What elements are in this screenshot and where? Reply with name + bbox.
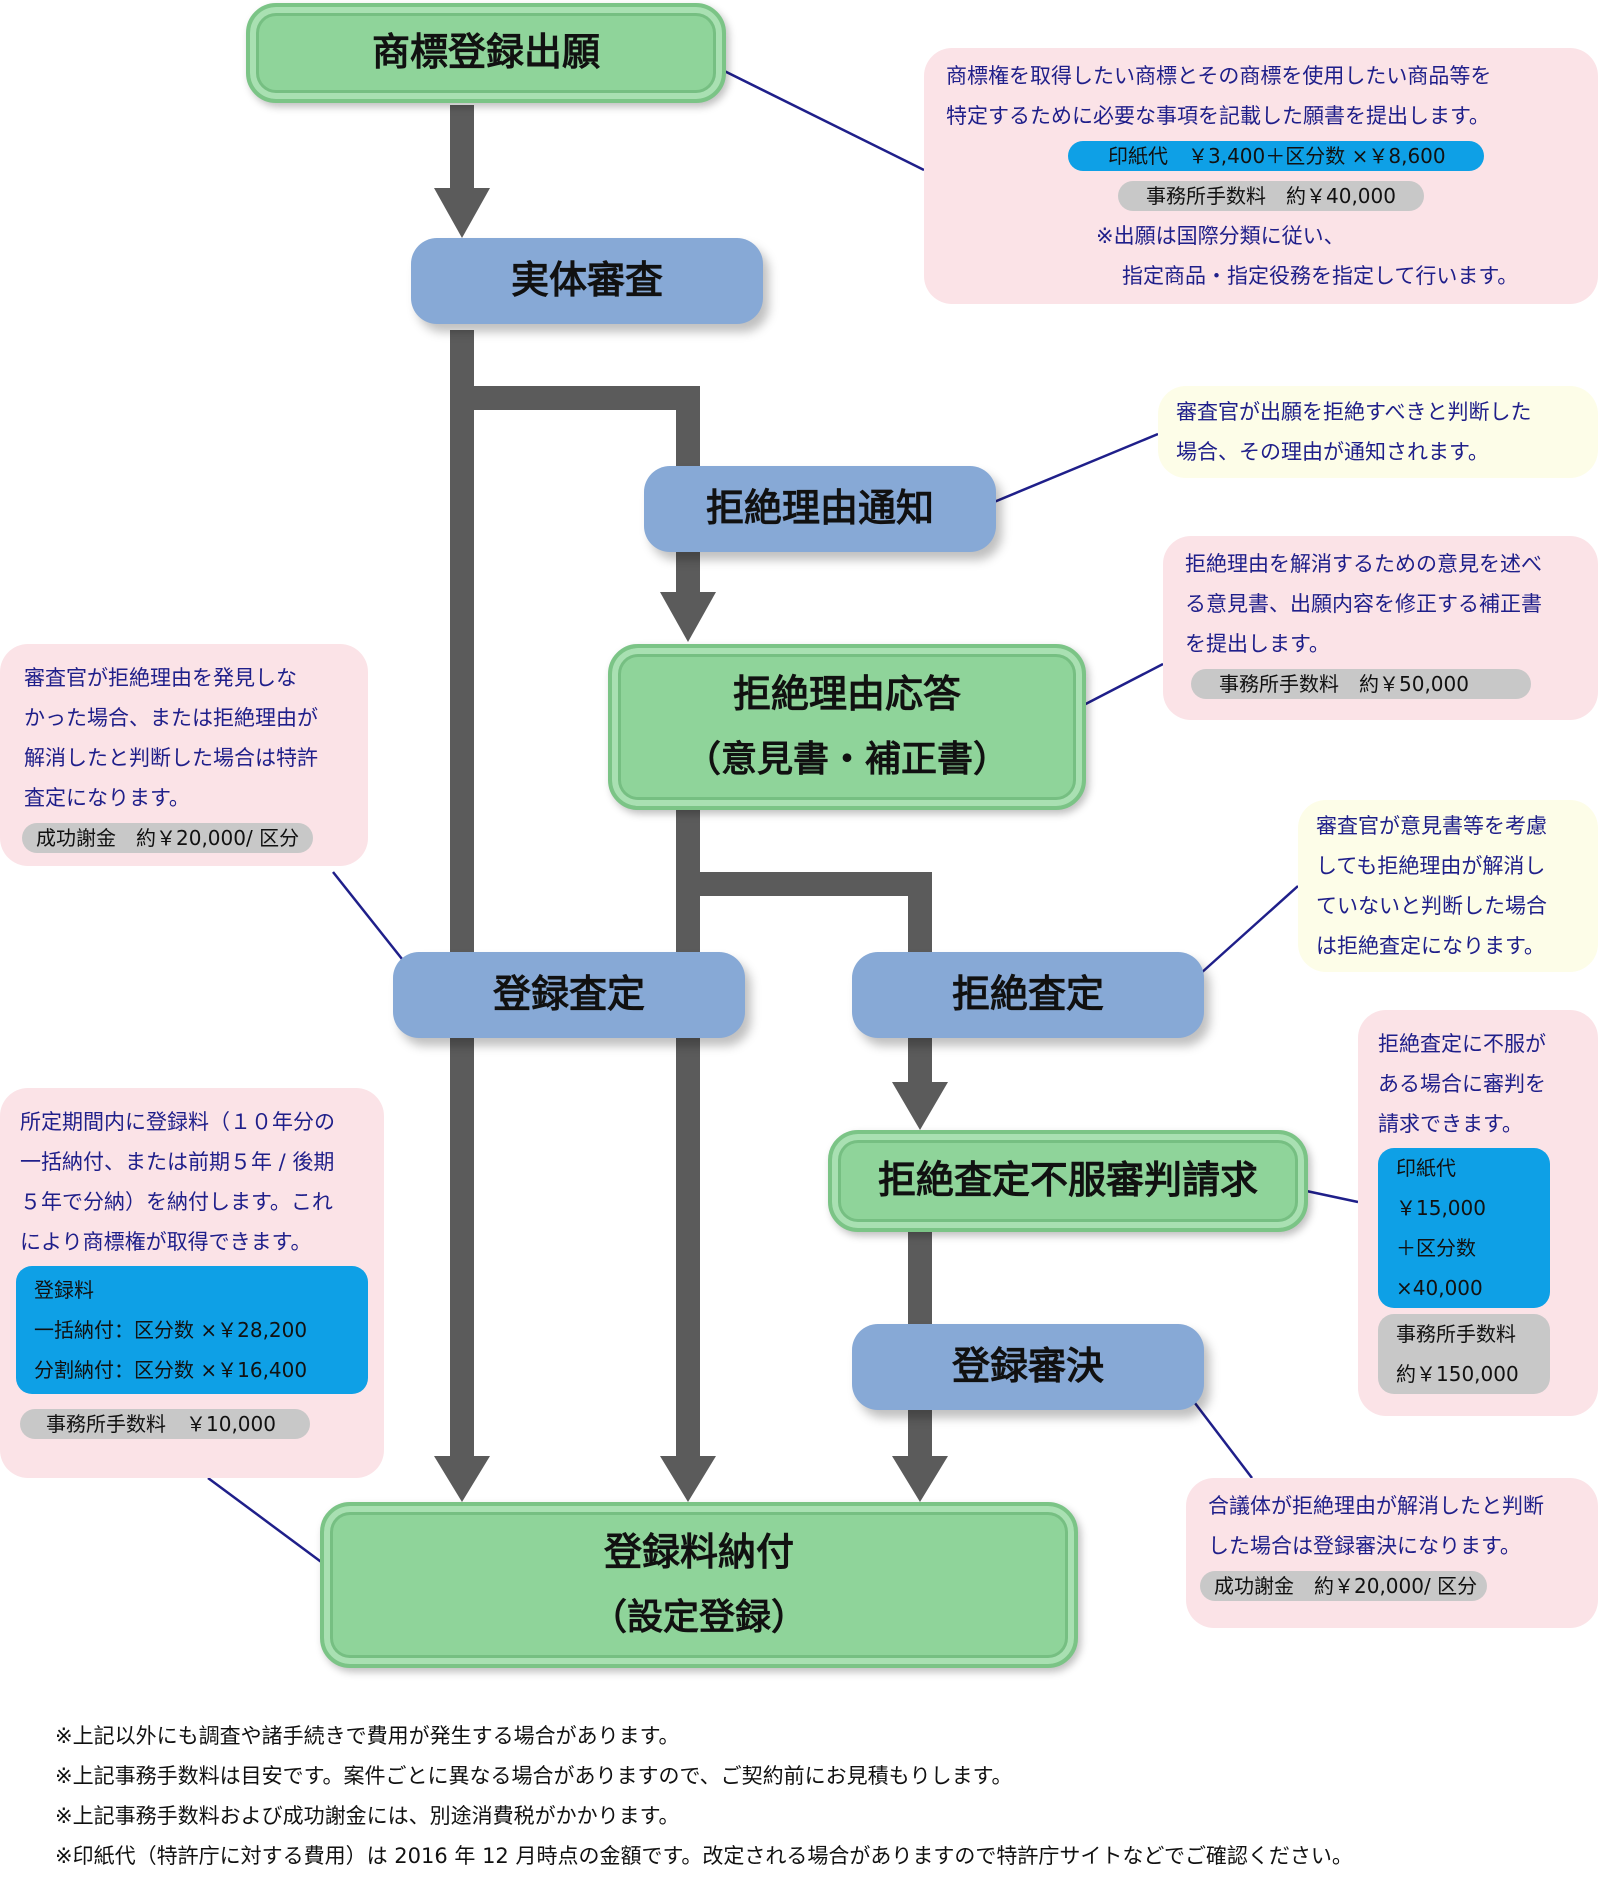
footnote: ※上記以外にも調査や諸手続きで費用が発生する場合があります。	[55, 1724, 680, 1748]
note-text: ある場合に審判を	[1378, 1072, 1546, 1096]
note-text: 拒絶査定に不服が	[1378, 1032, 1546, 1056]
note-text: る意見書、出願内容を修正する補正書	[1185, 592, 1542, 616]
node-refusal-notice: 拒絶理由通知	[644, 466, 996, 552]
note-text: ※出願は国際分類に従い、	[1096, 224, 1345, 248]
note-appeal: 拒絶査定に不服が ある場合に審判を 請求できます。 印紙代 ￥15,000 ＋区…	[1358, 1010, 1598, 1416]
note-text: 一括納付、または前期５年 / 後期	[20, 1150, 335, 1174]
note-text: 商標権を取得したい商標とその商標を使用したい商品等を	[946, 64, 1492, 88]
footnote: ※上記事務手数料は目安です。案件ごとに異なる場合がありますので、ご契約前にお見積…	[55, 1764, 1013, 1788]
note-final-refusal: 審査官が意見書等を考慮 しても拒絶理由が解消し ていないと判断した場合 は拒絶査…	[1298, 800, 1598, 972]
note-text: しても拒絶理由が解消し	[1316, 854, 1546, 878]
node-sublabel: （設定登録）	[590, 1597, 807, 1639]
node-sublabel: （意見書・補正書）	[684, 739, 1009, 781]
note-text: 特定するために必要な事項を記載した願書を提出します。	[946, 104, 1490, 128]
node-label: 拒絶理由通知	[705, 486, 934, 531]
office-fee-pill: 事務所手数料 ￥10,000	[20, 1409, 310, 1439]
node-label: 拒絶査定	[951, 972, 1104, 1017]
note-text: かった場合、または拒絶理由が	[24, 706, 318, 730]
note-text: 審査官が意見書等を考慮	[1316, 814, 1547, 838]
note-refusal-response: 拒絶理由を解消するための意見を述べ る意見書、出願内容を修正する補正書 を提出し…	[1163, 536, 1598, 720]
note-text: 所定期間内に登録料（１０年分の	[20, 1110, 335, 1134]
node-label: 登録審決	[951, 1344, 1104, 1389]
note-text: 合議体が拒絶理由が解消したと判断	[1208, 1494, 1544, 1518]
node-label: 登録料納付	[603, 1529, 794, 1574]
node-registration-fee-payment: 登録料納付 （設定登録）	[320, 1502, 1078, 1668]
node-registration-decision: 登録査定	[393, 952, 745, 1038]
note-text: 審査官が出願を拒絶すべきと判断した	[1176, 400, 1532, 424]
note-text: を提出します。	[1185, 632, 1330, 656]
footnote: ※上記事務手数料および成功謝金には、別途消費税がかかります。	[55, 1804, 680, 1828]
node-trademark-application: 商標登録出願	[246, 3, 726, 103]
fee-text: 約￥150,000	[1396, 1362, 1519, 1386]
note-appeal-decision: 合議体が拒絶理由が解消したと判断 した場合は登録審決になります。 成功謝金 約￥…	[1186, 1478, 1598, 1628]
registration-fee-block: 登録料 一括納付：区分数 ×￥28,200 分割納付：区分数 ×￥16,400	[16, 1266, 368, 1394]
node-appeal-decision: 登録審決	[852, 1324, 1204, 1410]
node-appeal-request: 拒絶査定不服審判請求	[828, 1130, 1308, 1232]
fee-text: 分割納付：区分数 ×￥16,400	[34, 1358, 308, 1382]
fee-text: ×40,000	[1396, 1276, 1483, 1300]
fee-text: 事務所手数料	[1396, 1322, 1516, 1346]
node-label: 実体審査	[510, 258, 663, 303]
note-text: は拒絶査定になります。	[1316, 934, 1545, 958]
fee-text: 印紙代	[1396, 1156, 1456, 1180]
note-text: ５年で分納）を納付します。これ	[20, 1190, 333, 1214]
node-label: 登録査定	[492, 972, 645, 1017]
node-final-refusal: 拒絶査定	[852, 952, 1204, 1038]
node-label: 商標登録出願	[371, 30, 600, 75]
stamp-fee-pill: 印紙代 ￥3,400＋区分数 ×￥8,600	[1068, 141, 1484, 171]
note-text: 拒絶理由を解消するための意見を述べ	[1185, 552, 1542, 576]
node-substantive-examination: 実体審査	[411, 238, 763, 324]
footnotes: ※上記以外にも調査や諸手続きで費用が発生する場合があります。 ※上記事務手数料は…	[55, 1716, 1353, 1876]
note-text: 場合、その理由が通知されます。	[1176, 440, 1489, 464]
note-text: 解消したと判断した場合は特許	[24, 746, 318, 770]
footnote: ※印紙代（特許庁に対する費用）は 2016 年 12 月時点の金額です。改定され…	[55, 1844, 1353, 1868]
success-fee-pill: 成功謝金 約￥20,000/ 区分	[22, 823, 314, 853]
note-text: ていないと判断した場合	[1316, 894, 1547, 918]
note-text: 請求できます。	[1378, 1112, 1523, 1136]
note-text: 審査官が拒絶理由を発見しな	[24, 666, 297, 690]
note-application: 商標権を取得したい商標とその商標を使用したい商品等を 特定するために必要な事項を…	[924, 48, 1598, 304]
note-text: により商標権が取得できます。	[20, 1230, 312, 1254]
node-label: 拒絶査定不服審判請求	[877, 1158, 1258, 1203]
office-fee-pill: 事務所手数料 約￥40,000	[1118, 181, 1424, 211]
node-refusal-response: 拒絶理由応答 （意見書・補正書）	[608, 644, 1086, 810]
office-fee-block: 事務所手数料 約￥150,000	[1378, 1314, 1550, 1394]
fee-text: 一括納付：区分数 ×￥28,200	[34, 1318, 308, 1342]
note-registration-decision: 審査官が拒絶理由を発見しな かった場合、または拒絶理由が 解消したと判断した場合…	[0, 644, 368, 866]
note-refusal-notice: 審査官が出願を拒絶すべきと判断した 場合、その理由が通知されます。	[1158, 386, 1598, 478]
note-text: 査定になります。	[24, 786, 190, 810]
fee-text: ￥15,000	[1396, 1196, 1486, 1220]
office-fee-pill: 事務所手数料 約￥50,000	[1191, 669, 1531, 699]
success-fee-pill: 成功謝金 約￥20,000/ 区分	[1200, 1571, 1488, 1601]
node-label: 拒絶理由応答	[732, 671, 961, 716]
note-text: 指定商品・指定役務を指定して行います。	[1122, 264, 1519, 288]
fee-text: 登録料	[34, 1278, 94, 1302]
note-registration-fee-payment: 所定期間内に登録料（１０年分の 一括納付、または前期５年 / 後期 ５年で分納）…	[0, 1088, 384, 1478]
fee-text: ＋区分数	[1396, 1236, 1476, 1260]
stamp-fee-block: 印紙代 ￥15,000 ＋区分数 ×40,000	[1378, 1148, 1550, 1308]
note-text: した場合は登録審決になります。	[1208, 1534, 1521, 1558]
